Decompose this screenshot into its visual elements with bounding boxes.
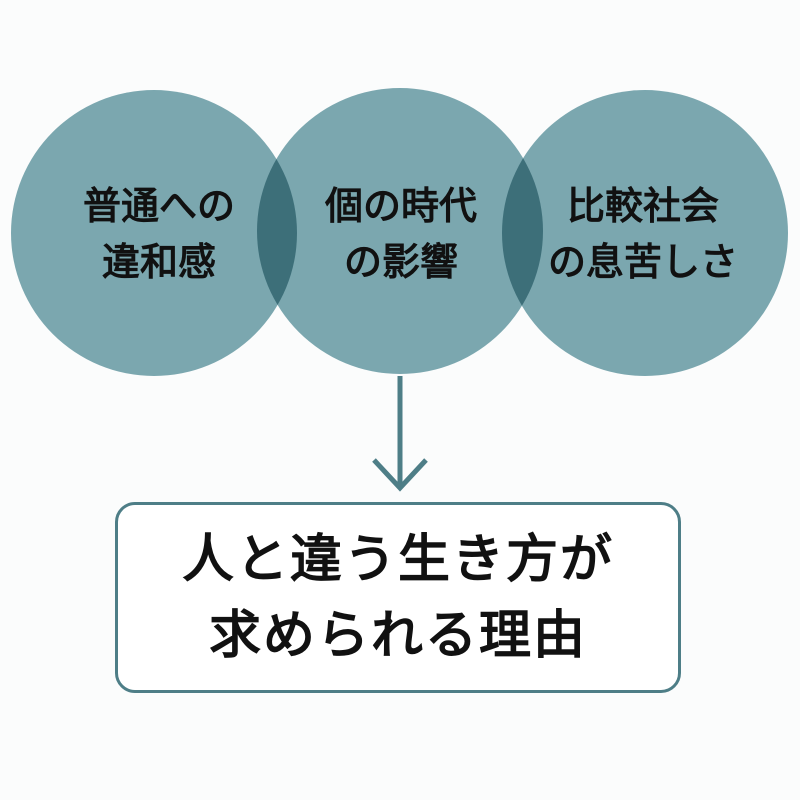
conclusion-line2: 求められる理由 [208,605,587,666]
circle-label-2-line2: の影響 [343,240,458,284]
circle-label-3-line2: の息苦しさ [547,240,738,284]
circle-label-1-line2: 違和感 [101,240,216,284]
circle-label-1: 普通への 違和感 [16,178,302,290]
circle-hikaku-shakai [502,90,788,376]
circle-label-3: 比較社会 の息苦しさ [500,178,786,290]
circle-label-1-line1: 普通への [82,184,235,228]
conclusion-box: 人と違う生き方が 求められる理由 [115,502,681,693]
circle-ko-no-jidai [257,88,543,374]
circle-futsuu-iwakan [11,90,297,376]
circle-label-2: 個の時代 の影響 [258,178,544,290]
conclusion-line1: 人と違う生き方が [181,529,614,590]
circle-label-3-line1: 比較社会 [566,184,719,228]
circle-label-2-line1: 個の時代 [324,184,477,228]
